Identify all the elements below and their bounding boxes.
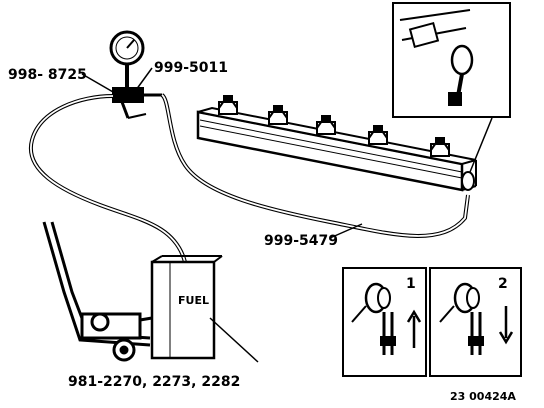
pump-cart (42, 221, 153, 362)
leader-pump (209, 317, 259, 363)
leader-hose (329, 223, 363, 239)
leader-tool-gauge (135, 67, 153, 91)
fuel-rail (196, 106, 477, 192)
label-pump: 981-2270, 2273, 2282 (68, 374, 240, 390)
label-hose: 999-5479 (264, 233, 338, 249)
step-2-number: 2 (498, 276, 508, 292)
label-tool-gauge: 999-5011 (154, 60, 228, 76)
step-panel-2 (429, 267, 522, 377)
fuel-tank (150, 255, 223, 360)
detail-inset (392, 2, 511, 173)
injectors (218, 95, 450, 157)
label-tool-left: 998- 8725 (8, 67, 87, 83)
step-1-number: 1 (406, 276, 416, 292)
leader-tool-left (81, 73, 121, 97)
tank-label: FUEL (178, 294, 209, 307)
fuel-hoses (28, 93, 470, 263)
step-panel-1 (342, 267, 427, 377)
figure-id: 23 00424A (450, 390, 516, 403)
pressure-gauge (109, 30, 162, 119)
